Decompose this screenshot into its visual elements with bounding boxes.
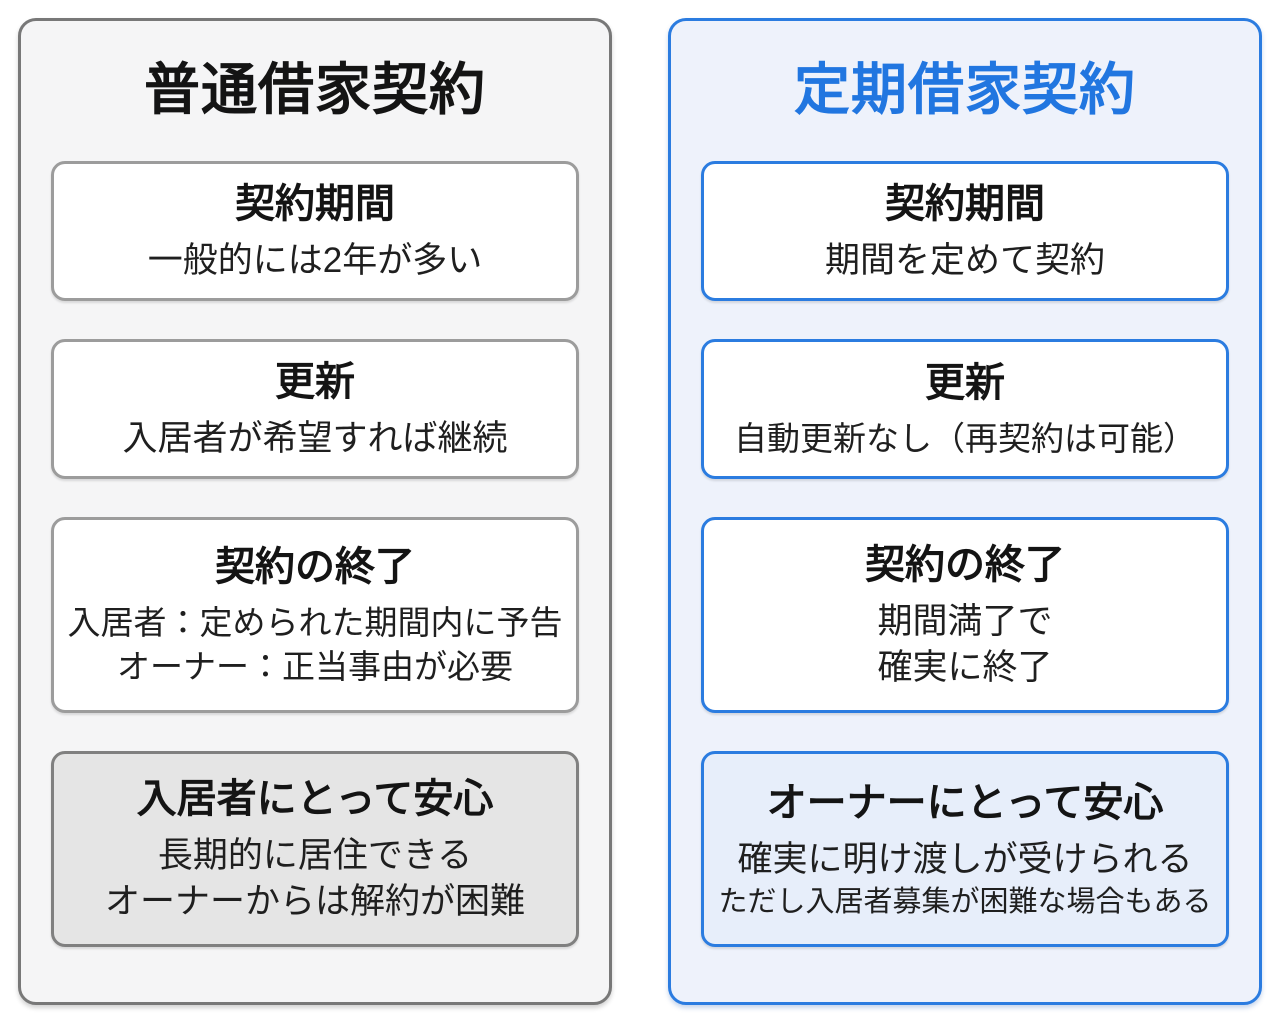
- box-heading: オーナーにとって安心: [766, 780, 1164, 825]
- fixed-term-lease-title: 定期借家契約: [794, 58, 1136, 121]
- panel-fixed-term-lease: 定期借家契約 契約期間 期間を定めて契約 更新 自動更新なし（再契約は可能） 契…: [668, 18, 1262, 1005]
- box-line: 入居者が希望すれば継続: [122, 418, 508, 458]
- box-heading: 入居者にとって安心: [136, 776, 494, 821]
- ordinary-box-tenant-reassurance: 入居者にとって安心 長期的に居住できる オーナーからは解約が困難: [51, 751, 579, 947]
- fixed-term-box-contract-end: 契約の終了 期間満了で 確実に終了: [701, 517, 1229, 713]
- box-heading: 契約の終了: [215, 545, 415, 590]
- box-heading: 契約期間: [885, 181, 1045, 226]
- box-line: 期間満了で: [877, 601, 1053, 641]
- box-line: 長期的に居住できる: [157, 835, 473, 875]
- box-line: 入居者：定められた期間内に予告: [67, 604, 563, 642]
- box-line: 一般的には2年が多い: [147, 240, 483, 280]
- box-line: オーナー：正当事由が必要: [117, 648, 513, 685]
- box-line: オーナーからは解約が困難: [104, 882, 525, 921]
- box-line: 期間を定めて契約: [824, 240, 1105, 280]
- box-line: 確実に明け渡しが受けられる: [737, 839, 1193, 879]
- ordinary-box-contract-end: 契約の終了 入居者：定められた期間内に予告 オーナー：正当事由が必要: [51, 517, 579, 713]
- box-line: 確実に終了: [877, 648, 1053, 687]
- panel-ordinary-lease: 普通借家契約 契約期間 一般的には2年が多い 更新 入居者が希望すれば継続 契約…: [18, 18, 612, 1005]
- box-heading: 更新: [925, 361, 1005, 406]
- box-line: ただし入居者募集が困難な場合もある: [718, 885, 1212, 918]
- ordinary-box-renewal: 更新 入居者が希望すれば継続: [51, 339, 579, 479]
- ordinary-box-contract-period: 契約期間 一般的には2年が多い: [51, 161, 579, 301]
- box-heading: 更新: [275, 359, 355, 404]
- ordinary-lease-title: 普通借家契約: [144, 58, 486, 121]
- box-heading: 契約の終了: [865, 542, 1065, 587]
- fixed-term-box-contract-period: 契約期間 期間を定めて契約: [701, 161, 1229, 301]
- fixed-term-box-renewal: 更新 自動更新なし（再契約は可能）: [701, 339, 1229, 479]
- fixed-term-box-owner-reassurance: オーナーにとって安心 確実に明け渡しが受けられる ただし入居者募集が困難な場合も…: [701, 751, 1229, 947]
- box-line: 自動更新なし（再契約は可能）: [734, 420, 1196, 458]
- box-heading: 契約期間: [235, 181, 395, 226]
